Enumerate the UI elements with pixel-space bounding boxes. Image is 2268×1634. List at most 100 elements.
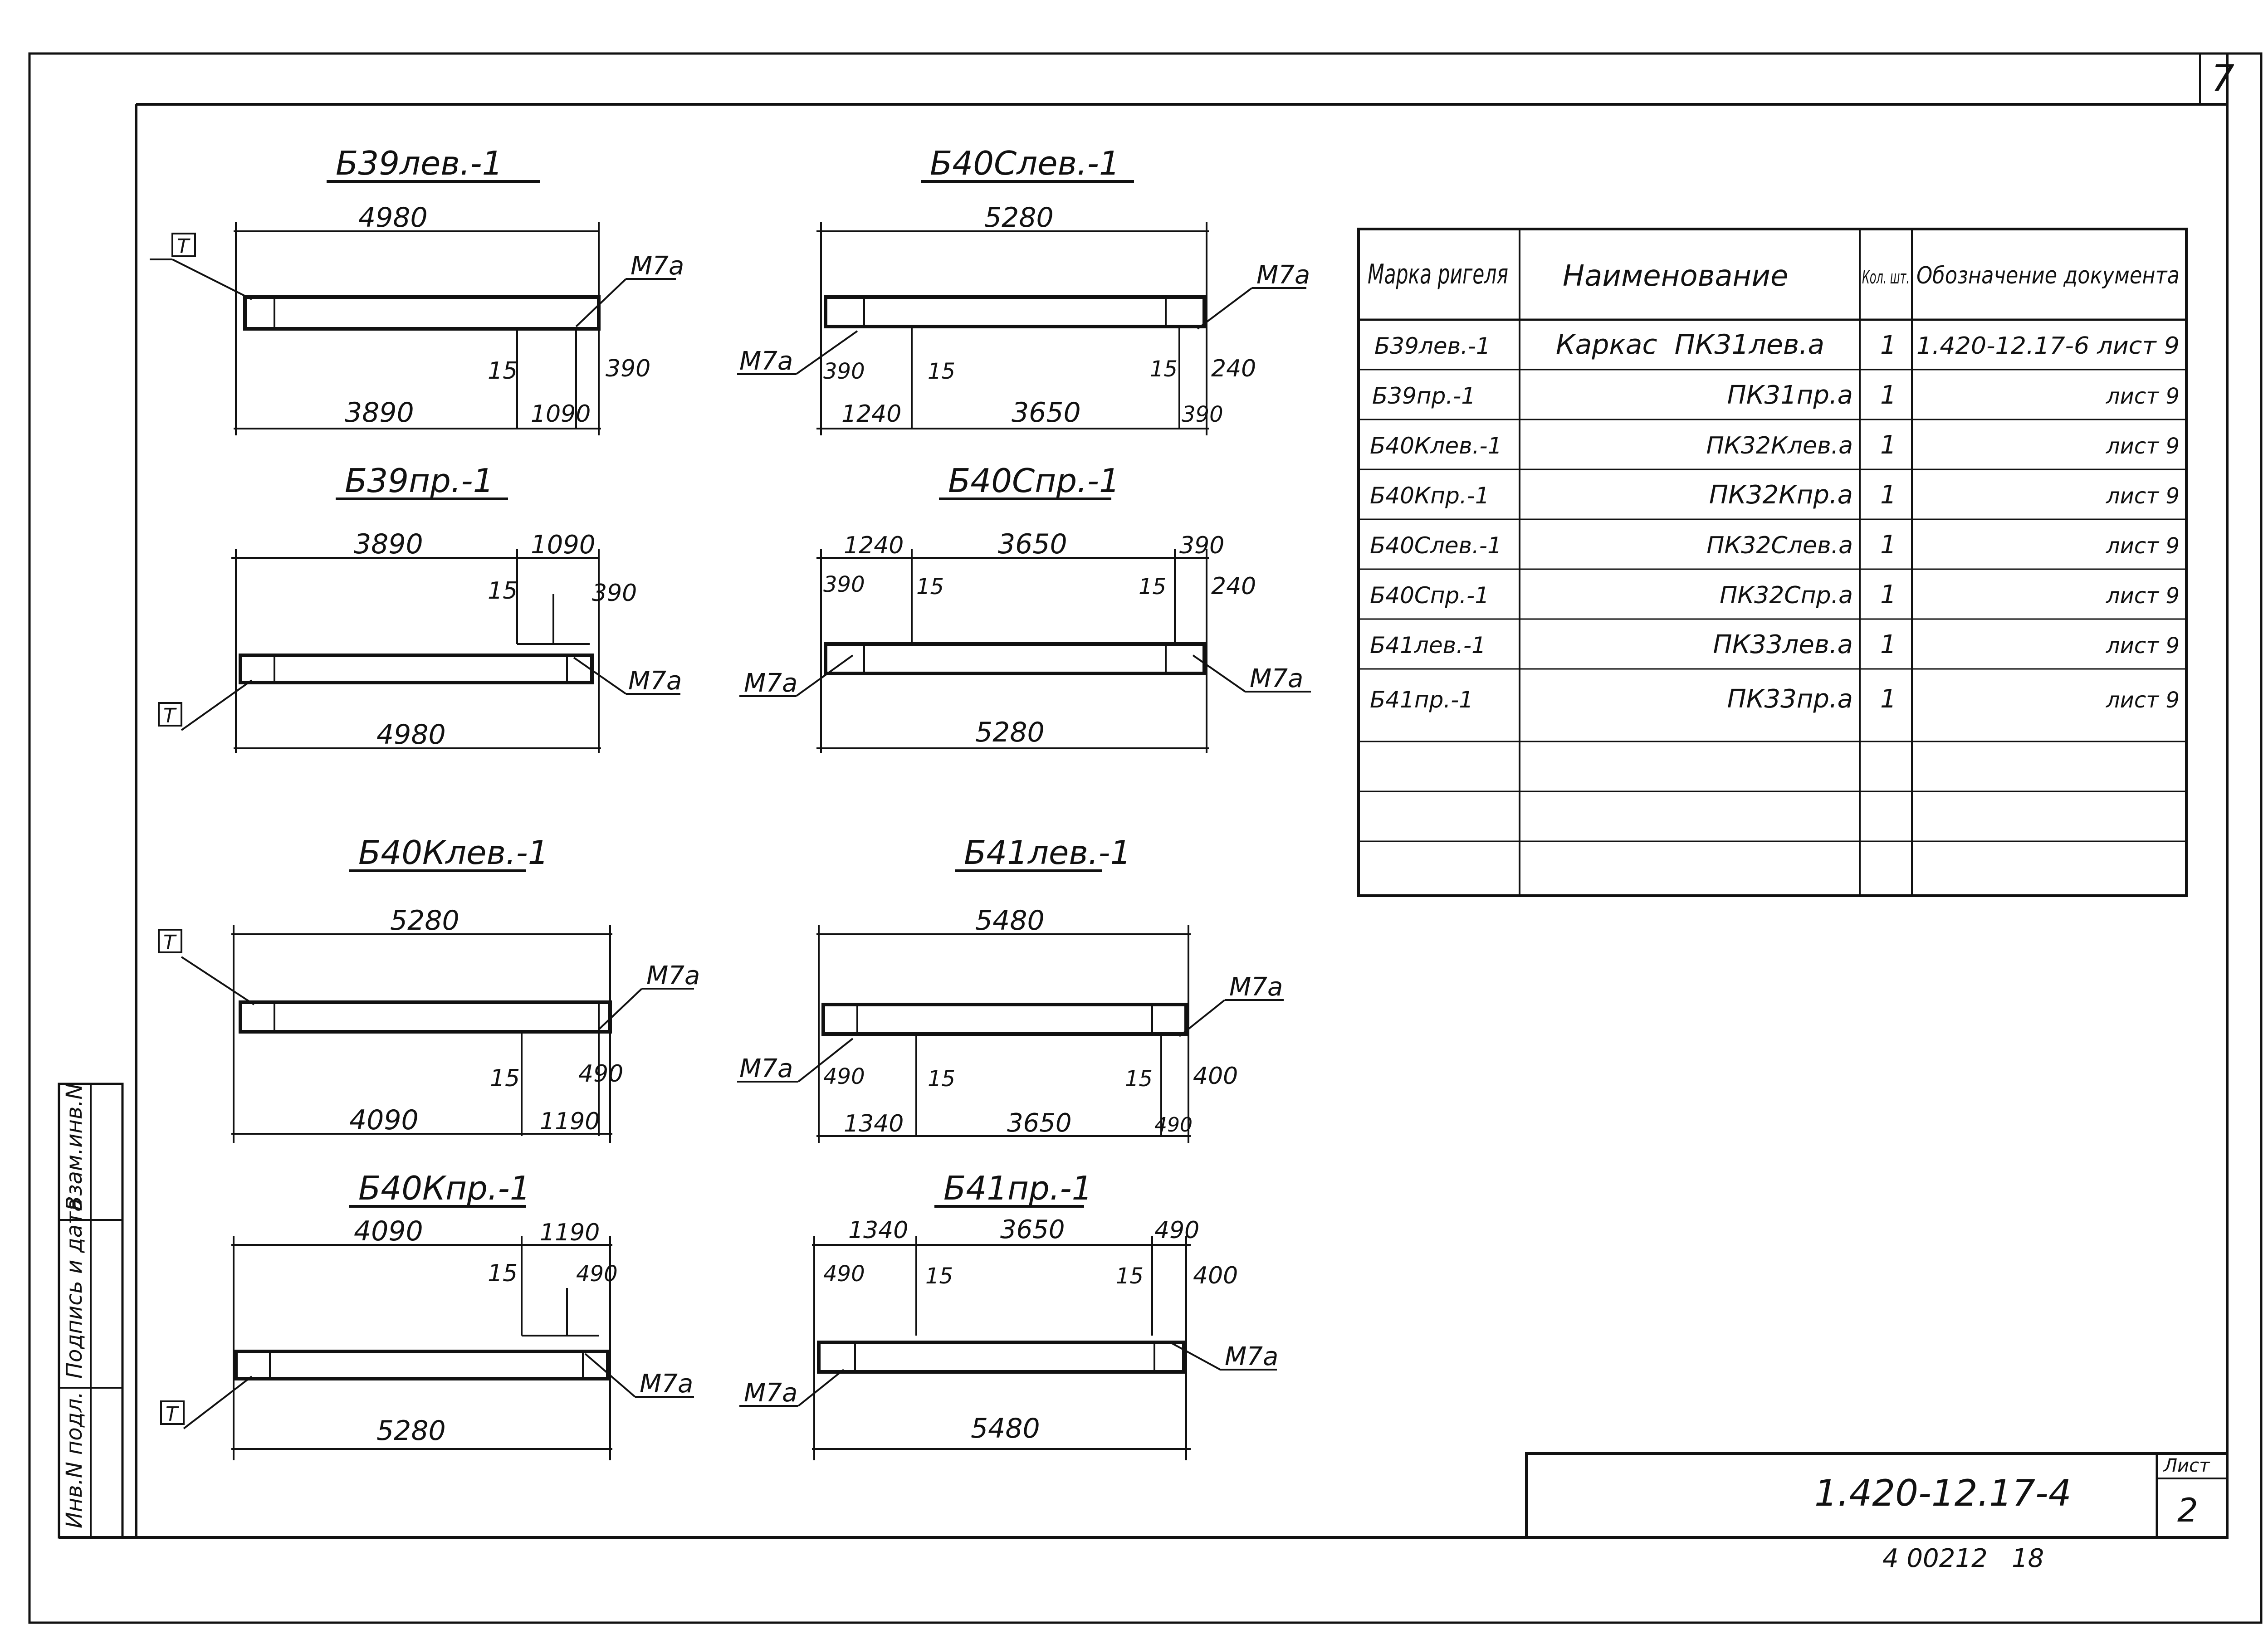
row-qty: 1 [1880,480,1897,510]
dim-seg-left: 1240 [844,532,904,559]
dim-gap: 15 [488,577,518,605]
beam-title: Б41пр.-1 [943,1169,1092,1207]
beam-title: Б40Кпр.-1 [358,1169,531,1207]
stamp-sign-label: Подпись и дата [62,1198,87,1379]
spec-table: Марка ригеля Наименование Кол. шт. Обозн… [1357,228,2188,897]
mark-left: М7а [739,346,793,376]
dim-gap: 15 [488,357,518,385]
dim-overall: 5280 [376,1415,446,1447]
dim-seg-a: 4090 [354,1215,423,1247]
dim-height-left: 390 [823,572,865,597]
dim-seg-b: 1090 [531,530,596,560]
row-mark: Б40Спр.-1 [1370,582,1489,609]
dim-gap-right: 15 [1125,1066,1153,1092]
dim-height-left: 390 [823,359,865,384]
beam-b40s-left: Б40Слев.-1 5280 390 15 15 240 1240 3650 … [737,144,1310,435]
dim-overall: 5480 [971,1413,1040,1444]
dim-gap-left: 15 [928,359,955,384]
row-name: ПК32Спр.а [1720,582,1853,609]
dim-seg-mid: 3650 [1007,1108,1072,1138]
row-doc: лист 9 [2106,688,2180,713]
mark-label: М7а [646,961,700,990]
dim-gap-left: 15 [916,574,944,600]
dim-height-right: 400 [1193,1262,1238,1289]
dim-overall: 4980 [358,202,428,234]
dim-overall: 5280 [975,717,1045,748]
dim-height-right: 240 [1211,573,1256,600]
mark-right: М7а [1250,664,1303,693]
row-doc: лист 9 [2106,633,2180,658]
dim-gap: 15 [490,1065,520,1092]
dim-height: 490 [578,1060,623,1088]
dim-seg-b: 1190 [540,1219,600,1246]
dim-seg-b: 1090 [531,400,591,428]
row-doc: лист 9 [2106,434,2180,459]
dim-height: 490 [576,1261,618,1287]
tag-label: Т [177,235,191,258]
row-doc: лист 9 [2106,483,2180,509]
dim-gap-right: 15 [1116,1263,1144,1289]
beam-title: Б40Спр.-1 [948,462,1120,500]
header-qty: Кол. шт. [1862,267,1910,288]
row-name: ПК32Клев.а [1706,432,1853,459]
dim-height: 390 [606,355,650,382]
dim-seg-right: 390 [1182,402,1223,427]
dim-seg-b: 1190 [540,1108,600,1135]
row-name: ПК33пр.а [1727,684,1853,714]
beam-b39-left: Б39лев.-1 4980 15 390 3890 1090 Т М7а [150,144,684,435]
dim-overall: 5280 [390,905,459,937]
row-doc: лист 9 [2106,583,2180,609]
dim-seg-right: 490 [1154,1217,1199,1244]
doc-code: 1.420-12.17-4 [1814,1472,2072,1514]
header-doc: Обозначение документа [1916,262,2180,289]
tag-label: Т [166,1403,179,1426]
dim-gap-left: 15 [925,1263,953,1289]
beam-b39-right: Б39пр.-1 3890 1090 15 390 4980 Т М7а [158,462,682,753]
beam-title: Б41лев.-1 [964,834,1131,872]
dim-gap: 15 [488,1260,518,1287]
dim-seg-mid: 3650 [1000,1215,1065,1244]
corner-page-number: 7 [2211,57,2234,99]
dim-height-left: 490 [823,1261,865,1287]
beam-b40s-right: Б40Спр.-1 1240 3650 390 390 15 15 240 52… [739,462,1311,753]
row-mark: Б41лев.-1 [1370,632,1486,658]
dim-overall: 5280 [984,202,1054,234]
row-qty: 1 [1880,530,1897,560]
dim-seg-a: 3890 [354,528,423,560]
mark-left: М7а [744,1378,797,1408]
row-mark: Б41пр.-1 [1370,687,1473,713]
tag-box [158,929,182,953]
row-qty: 1 [1880,430,1897,460]
beam-b41-left: Б41лев.-1 5480 490 15 15 400 1340 3650 4… [737,834,1284,1143]
dim-seg-a: 3890 [345,397,414,429]
row-qty: 1 [1880,630,1897,659]
below-block-code: 4 00212 18 [1882,1544,2044,1573]
row-doc: лист 9 [2106,384,2180,409]
row-qty: 1 [1880,331,1897,360]
row-name: ПК33лев.а [1713,630,1853,659]
beam-title: Б39пр.-1 [345,462,494,500]
mark-label: М7а [640,1369,693,1399]
tag-label: Т [163,931,177,954]
dim-overall: 4980 [376,719,446,751]
beam-title: Б40Клев.-1 [358,834,549,872]
header-mark: Марка ригеля [1368,259,1508,290]
row-doc: лист 9 [2106,533,2180,559]
outer-frame [28,52,2263,1624]
mark-label: М7а [631,251,684,281]
dim-gap-right: 15 [1139,574,1166,600]
tag-label: Т [163,704,177,727]
row-mark: Б40Кпр.-1 [1370,483,1490,509]
title-block: 1.420-12.17-4 Лист 2 4 00212 18 [1525,1452,2229,1573]
side-stamp: Инв.N подл. Подпись и дата Взам.инв.N [58,1083,124,1539]
row-mark: Б39пр.-1 [1372,383,1476,409]
mark-right: М7а [1229,972,1283,1002]
beam-b40k-right: Б40Кпр.-1 4090 1190 15 490 5280 Т М7а [160,1169,694,1460]
sheet-number: 2 [2177,1491,2198,1529]
row-mark: Б40Слев.-1 [1370,532,1502,559]
row-qty: 1 [1880,684,1897,714]
mark-label: М7а [628,666,682,696]
dim-gap-left: 15 [928,1066,955,1092]
dim-seg-a: 4090 [349,1104,419,1136]
mark-right: М7а [1256,260,1310,290]
